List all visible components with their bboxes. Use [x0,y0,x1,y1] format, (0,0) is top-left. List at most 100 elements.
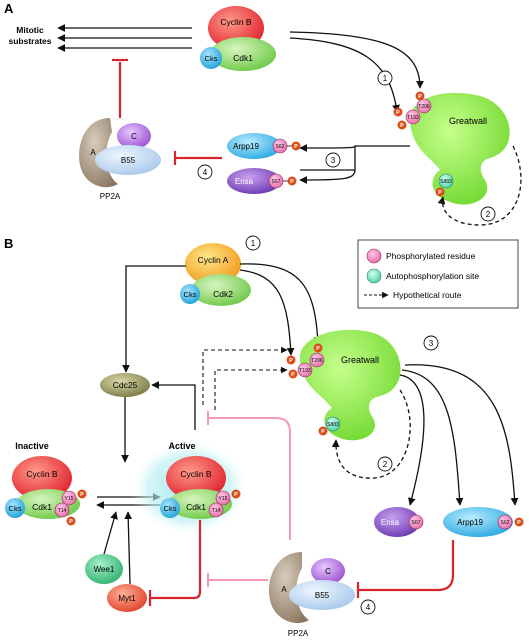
active-inhibits-myt1-line [150,520,202,600]
p-label: P [321,429,325,435]
b-pp2a-label: PP2A [288,629,309,638]
p-label: P [69,519,73,525]
arpp19-b-label: Arpp19 [457,518,483,527]
legend-auto-label: Autophosphorylation site [386,271,479,281]
cks-shape [200,47,222,69]
b-step3-marker [423,335,439,351]
step1-label: 1 [383,74,388,83]
greatwall-shape [410,92,510,205]
b-step1-arrows [239,263,322,356]
p-dot-t193-b [397,120,407,130]
cks-b-label: Cks [184,290,197,299]
wee1-shape [85,554,123,584]
active-p-dot [231,489,241,499]
cdc25-label: Cdc25 [113,380,138,390]
inactive-t14-site [54,502,70,518]
active-y15-label: Y15 [219,496,228,502]
inactive-cks-label: Cks [9,504,22,513]
legend-dashed-label: Hypothetical route [393,290,462,300]
b-s67-label: S67 [412,520,421,526]
cks-b-shape [180,284,200,304]
inactive-y15-site [61,490,77,506]
arpp19-b-shape [443,507,513,537]
cdc25-shape [100,373,150,397]
cdk2-label: Cdk2 [213,289,233,299]
arpp19-label: Arpp19 [233,142,259,151]
ensa-b-shape [374,507,420,537]
myt1-shape [107,584,147,612]
myt1-label: Myt1 [118,594,136,603]
ensa-label: Ensa [235,177,254,186]
arpp19-a: Arpp19 S62 P [227,133,301,159]
s883-site [438,173,454,189]
t206-label: T206 [418,104,430,110]
t206-site [416,98,432,114]
b-t206-site [309,352,325,368]
active-cyclin-b-cdk1: Cyclin B Cdk1 Cks Y15 T14 P [160,456,241,519]
b55-label: B55 [121,156,136,165]
p-label: P [400,123,404,129]
panel-b: B Phosphorylated residue Autophosphoryla… [4,235,524,638]
wee1-myt1-arrows [103,511,133,585]
active-t14-label: T14 [212,508,221,514]
p-label: P [316,346,320,352]
pp2a-c-subunit-shape [117,123,151,149]
mitotic-substrates-label: Mitotic [16,25,44,35]
b-step3-label: 3 [429,339,434,348]
inactive-cyclin-b-label: Cyclin B [26,469,58,479]
inactive-p-dot-1 [77,489,87,499]
b-p-dot-s883 [318,426,328,436]
b-pp2a-a-shape [269,552,309,624]
active-to-cdc25-arrow [151,381,196,430]
b-p-dot-3 [288,369,298,379]
p-label: P [234,492,238,498]
t193-label: T193 [407,115,419,121]
legend-auto-icon [366,268,382,284]
s67-label: S67 [272,179,281,185]
b-t193-label: T193 [299,368,311,374]
b55-shape [95,145,161,175]
inactive-cyclin-b-shape [12,456,72,500]
b-step1-label: 1 [251,239,256,248]
cyclin-a-label: Cyclin A [198,255,229,265]
ensa-shape [227,168,281,194]
substrate-arrows [57,24,192,52]
p-dot-t206 [415,91,425,101]
wee1-label: Wee1 [94,565,115,574]
wee1: Wee1 [85,554,123,584]
greatwall-b: Greatwall T206 T193 P P P S883 P [286,329,401,441]
greatwall-a: Greatwall T206 T193 P P P S883 P [393,91,510,205]
inactive-cdk1-label: Cdk1 [32,502,52,512]
cdk1-label: Cdk1 [233,53,253,63]
s62-label: S62 [276,144,285,150]
step1-arrows [289,31,424,113]
greatwall-b-label: Greatwall [341,355,379,365]
panel-a-letter: A [4,1,14,16]
b-s883-label: S883 [327,422,339,428]
b-s67-site [408,514,424,530]
step1-marker [377,70,393,86]
greatwall-label: Greatwall [449,116,487,126]
p-label: P [80,492,84,498]
b-step4-inhibition-line [358,540,455,592]
b-p-dot-2 [286,355,296,365]
active-cyclin-b-shape [166,456,226,500]
active-label: Active [168,441,195,451]
b-p-dot-1 [313,343,323,353]
pp2a-inhibits-cdc25-line [208,417,291,540]
p-label: P [294,144,298,150]
t193-site [405,109,421,125]
b-t193-site [297,362,313,378]
cdk1-shape [210,37,276,71]
cyclin-a-cdk2-complex: Cyclin A Cdk2 Cks [180,243,251,306]
pp2a-c-label: C [131,132,137,141]
b-s883-site [325,416,341,432]
panel-b-letter: B [4,236,13,251]
inactive-cks-shape [5,498,25,518]
active-cks-label: Cks [164,504,177,513]
p-label: P [396,110,400,116]
pp2a-complex-b: A C B55 PP2A [269,552,355,638]
p-dot-s883 [435,187,445,197]
step3-label: 3 [331,156,336,165]
